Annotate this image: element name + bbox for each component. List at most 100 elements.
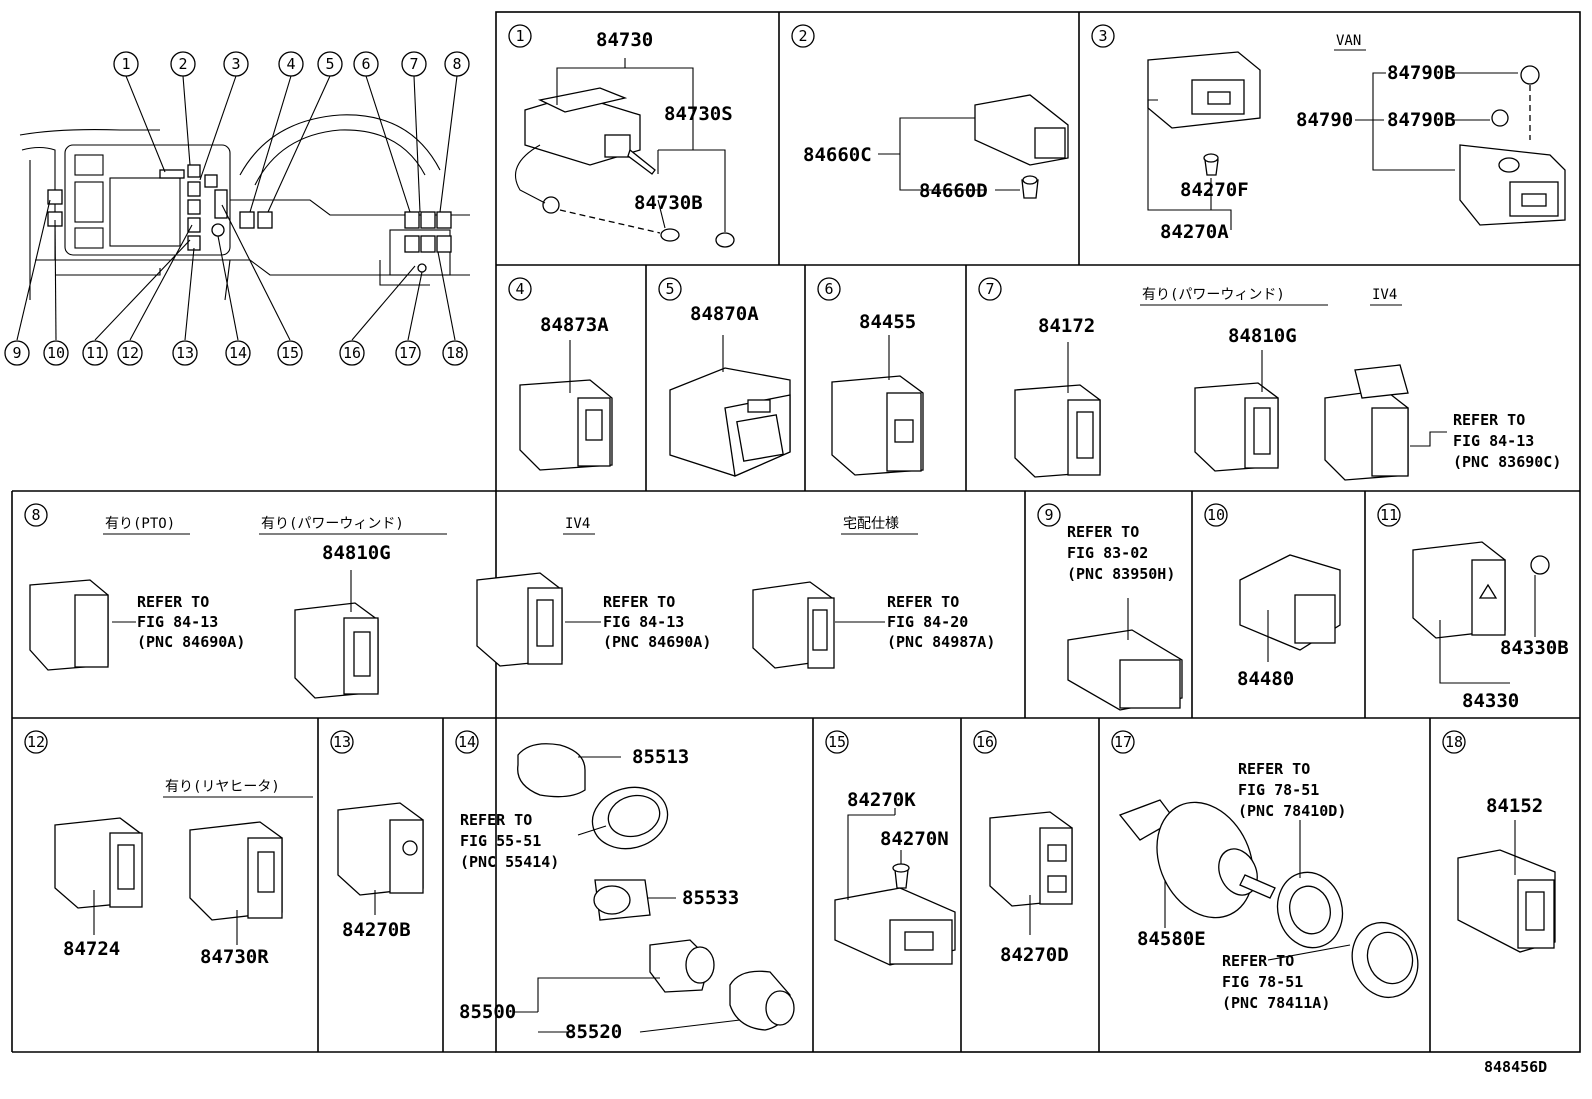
overview-callout: 2 <box>178 55 187 73</box>
refer-text: (PNC 84987A) <box>887 633 995 651</box>
figure-code: 848456D <box>1484 1058 1547 1076</box>
overview-callout: 5 <box>325 55 334 73</box>
part-number-label: 84152 <box>1486 795 1543 817</box>
refer-text: (PNC 83950H) <box>1067 565 1175 583</box>
part-number-label: 85513 <box>632 746 689 768</box>
panel-11: 84330B 84330 <box>1412 541 1569 712</box>
panel-number: 1 <box>515 27 524 45</box>
panel-4: 84873A <box>519 314 613 471</box>
panel-5: 84870A <box>669 303 791 477</box>
part-number-label: 84730 <box>596 29 653 51</box>
refer-text: REFER TO <box>137 593 209 611</box>
panel-number: 18 <box>1445 733 1463 751</box>
refer-text: (PNC 78410D) <box>1238 802 1346 820</box>
refer-text: REFER TO <box>1222 952 1294 970</box>
refer-text: FIG 84-13 <box>603 613 684 631</box>
refer-text: REFER TO <box>603 593 675 611</box>
panel-number-circles: 1 2 3 4 5 6 7 8 9 10 11 12 13 14 15 16 1… <box>24 24 1466 754</box>
part-number-label: 84172 <box>1038 315 1095 337</box>
panel-13: 84270B <box>337 802 424 941</box>
part-number-label: 84270A <box>1160 221 1229 243</box>
refer-text: FIG 83-02 <box>1067 544 1148 562</box>
dashboard-overview: 1 2 3 4 5 6 7 8 9 10 11 12 13 14 15 16 1… <box>4 51 470 366</box>
part-number-label: 84455 <box>859 311 916 333</box>
part-number-label: 85533 <box>682 887 739 909</box>
part-number-label: 84790B <box>1387 109 1456 131</box>
overview-callout: 16 <box>343 344 361 362</box>
panel-number: 2 <box>798 27 807 45</box>
overview-callout: 12 <box>121 344 139 362</box>
panel-number: 9 <box>1044 506 1053 524</box>
refer-text: REFER TO <box>1238 760 1310 778</box>
part-number-label: 84270B <box>342 919 411 941</box>
panel-number: 17 <box>1114 733 1132 751</box>
refer-text: (PNC 83690C) <box>1453 453 1561 471</box>
panel-number: 16 <box>976 733 994 751</box>
overview-callout: 14 <box>229 344 247 362</box>
panel-number: 12 <box>27 733 45 751</box>
refer-text: FIG 84-20 <box>887 613 968 631</box>
panel-10: 84480 <box>1237 554 1341 690</box>
panel-1: 84730 84730S 84730B <box>515 29 735 248</box>
panel-12: 有り(リヤヒータ) 84724 84730R <box>54 779 313 968</box>
panel-number: 13 <box>333 733 351 751</box>
refer-text: FIG 84-13 <box>1453 432 1534 450</box>
panel-number: 8 <box>31 506 40 524</box>
panel-number: 7 <box>985 280 994 298</box>
part-number-label: 85520 <box>565 1021 622 1043</box>
condition-note: 有り(PTO) <box>105 516 175 532</box>
panel-9: REFER TO FIG 83-02 (PNC 83950H) <box>1067 523 1183 711</box>
part-number-label: 84660D <box>919 180 988 202</box>
panel-7: 有り(パワーウィンド) IV4 84172 84810G REFER TO FI… <box>1014 287 1561 481</box>
refer-text: REFER TO <box>460 811 532 829</box>
part-number-label: 84810G <box>322 542 391 564</box>
part-number-label: 84480 <box>1237 668 1294 690</box>
panel-3: VAN 84270F 84270A 84790B 84790B 84790 <box>1147 33 1566 243</box>
part-number-label: 84870A <box>690 303 759 325</box>
refer-text: (PNC 84690A) <box>137 633 245 651</box>
condition-note: IV4 <box>565 516 590 532</box>
panel-8: 有り(PTO) 有り(パワーウィンド) IV4 宅配仕様 84810G REFE… <box>29 516 995 699</box>
panel-number: 10 <box>1207 506 1225 524</box>
panel-15: 84270K 84270N <box>834 789 956 966</box>
condition-note: 宅配仕様 <box>843 516 899 532</box>
overview-callout: 17 <box>399 344 417 362</box>
panel-grid <box>11 11 1581 1053</box>
refer-text: FIG 78-51 <box>1222 973 1303 991</box>
panel-18: 84152 <box>1457 795 1556 953</box>
condition-note: 有り(パワーウィンド) <box>1142 287 1285 303</box>
part-number-label: 85500 <box>459 1001 516 1023</box>
refer-text: (PNC 55414) <box>460 853 559 871</box>
overview-callout: 8 <box>452 55 461 73</box>
overview-callout: 15 <box>281 344 299 362</box>
part-number-label: 84790B <box>1387 62 1456 84</box>
refer-text: FIG 84-13 <box>137 613 218 631</box>
overview-callout: 3 <box>231 55 240 73</box>
panel-number: 15 <box>828 733 846 751</box>
overview-callout: 11 <box>86 344 104 362</box>
refer-text: (PNC 84690A) <box>603 633 711 651</box>
panel-6: 84455 <box>831 311 924 476</box>
panel-number: 3 <box>1098 27 1107 45</box>
condition-note: 有り(パワーウィンド) <box>261 516 404 532</box>
part-number-label: 84270K <box>847 789 916 811</box>
panel-number: 4 <box>515 280 524 298</box>
refer-text: FIG 55-51 <box>460 832 541 850</box>
condition-note: IV4 <box>1372 287 1397 303</box>
overview-callout: 13 <box>176 344 194 362</box>
panel-number: 6 <box>824 280 833 298</box>
panel-17: 84580E REFER TO FIG 78-51 (PNC 78410D) R… <box>1118 760 1419 1012</box>
refer-text: REFER TO <box>887 593 959 611</box>
part-number-label: 84873A <box>540 314 609 336</box>
part-number-label: 84580E <box>1137 928 1206 950</box>
refer-text: (PNC 78411A) <box>1222 994 1330 1012</box>
panel-number: 14 <box>458 733 476 751</box>
part-number-label: 84810G <box>1228 325 1297 347</box>
panel-16: 84270D <box>989 811 1073 966</box>
overview-callout: 6 <box>361 55 370 73</box>
part-number-label: 84730R <box>200 946 269 968</box>
overview-callout: 9 <box>12 344 21 362</box>
condition-note: 有り(リヤヒータ) <box>165 779 280 795</box>
variant-note: VAN <box>1336 33 1361 49</box>
refer-text: FIG 78-51 <box>1238 781 1319 799</box>
